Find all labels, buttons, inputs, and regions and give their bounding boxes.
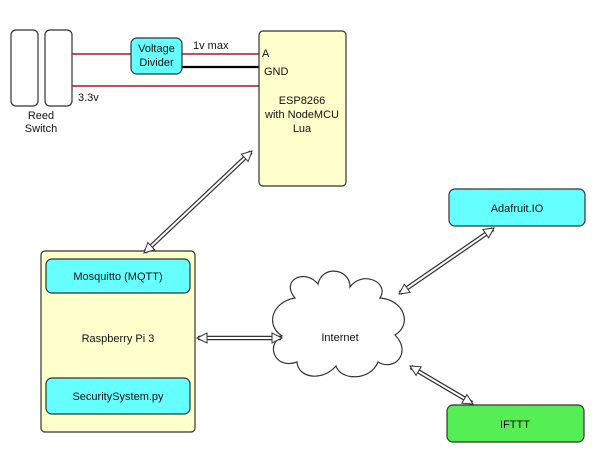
reed-switch-label-line1: Reed <box>28 110 54 122</box>
reed-switch: Reed Switch <box>10 29 73 135</box>
connector-pi-to-internet <box>196 332 283 344</box>
voltage-divider-label-line2: Divider <box>139 57 174 69</box>
esp8266-title-line1: ESP8266 <box>279 95 325 107</box>
connector-esp-to-pi <box>140 146 256 258</box>
ifttt-node: IFTTT <box>446 404 585 443</box>
security-system-box <box>45 377 191 415</box>
adafruit-box <box>448 188 586 227</box>
mqtt-box <box>45 258 191 294</box>
wires: 1v max 3.3v <box>72 40 259 104</box>
wire-a-label: 1v max <box>193 40 229 52</box>
adafruit-label: Adafruit.IO <box>491 203 544 215</box>
reed-switch-label-line2: Switch <box>25 123 57 135</box>
voltage-divider-label-line1: Voltage <box>138 43 175 55</box>
esp8266-title-line3: Lua <box>293 123 312 135</box>
raspberry-pi-node: Mosquitto (MQTT) Raspberry Pi 3 Security… <box>40 250 196 433</box>
internet-label: Internet <box>321 332 358 344</box>
voltage-divider-box <box>130 37 183 75</box>
mqtt-label: Mosquitto (MQTT) <box>73 271 162 283</box>
esp8266-pin-a: A <box>262 48 270 60</box>
reed-switch-plate-left <box>10 29 39 107</box>
raspberry-pi-title: Raspberry Pi 3 <box>82 333 155 345</box>
wire-supply-label: 3.3v <box>78 92 99 104</box>
esp8266-node: A GND ESP8266 with NodeMCU Lua <box>258 30 347 187</box>
adafruit-node: Adafruit.IO <box>448 188 586 227</box>
esp8266-box <box>258 30 347 187</box>
ifttt-label: IFTTT <box>500 419 530 431</box>
ifttt-box <box>446 404 585 443</box>
reed-switch-plate-right <box>44 29 73 107</box>
esp8266-title-line2: with NodeMCU <box>264 109 339 121</box>
security-system-label: SecuritySystem.py <box>72 391 164 403</box>
esp8266-pin-gnd: GND <box>264 66 289 78</box>
internet-cloud: Internet <box>272 270 405 378</box>
voltage-divider: Voltage Divider <box>130 37 183 75</box>
connector-internet-to-adafruit <box>395 223 498 299</box>
cloud-shape <box>272 270 405 378</box>
connector-internet-to-ifttt <box>406 361 477 409</box>
